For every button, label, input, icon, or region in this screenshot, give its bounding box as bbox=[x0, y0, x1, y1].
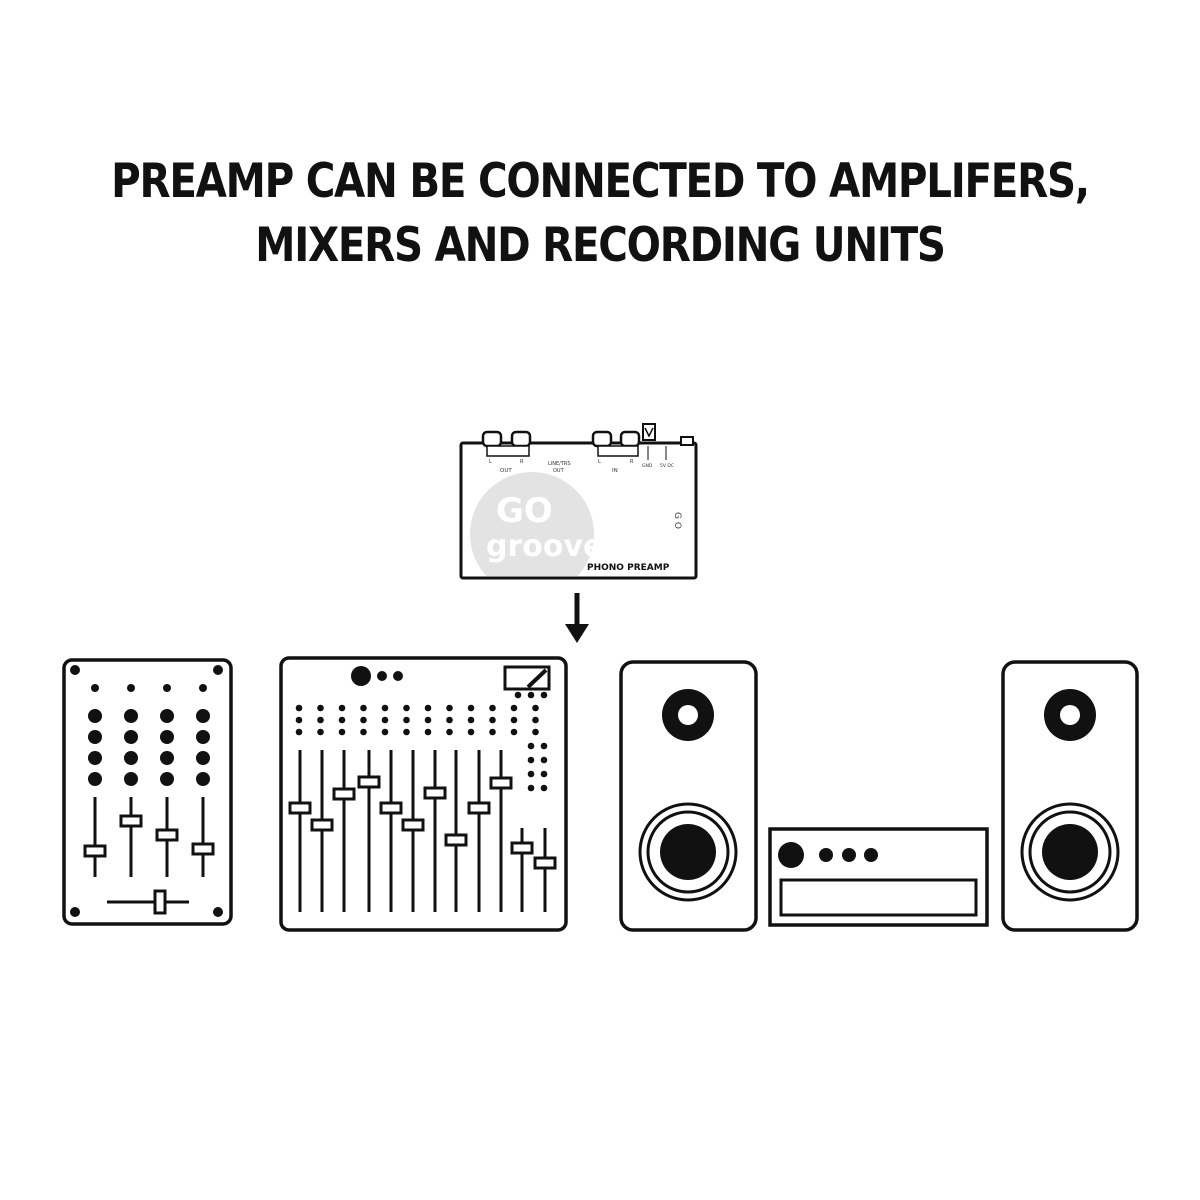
console-knob bbox=[510, 716, 518, 724]
console-knob bbox=[424, 728, 432, 736]
speaker-right bbox=[1001, 660, 1139, 932]
jack-label-l1: L bbox=[489, 459, 492, 465]
console-fader-cap bbox=[510, 841, 534, 855]
console-knob bbox=[403, 728, 410, 736]
console-knob bbox=[527, 691, 535, 699]
console-knob bbox=[489, 716, 496, 724]
console-knob bbox=[317, 728, 324, 736]
console-knob bbox=[424, 704, 432, 712]
jack-label-r1: R bbox=[520, 459, 524, 465]
jack-label-l2: L bbox=[598, 459, 601, 465]
preamp-side-text: G O bbox=[672, 512, 682, 529]
console-knob bbox=[338, 728, 346, 736]
console-knob bbox=[467, 716, 475, 724]
console-knob bbox=[467, 728, 475, 736]
diagram-title: PREAMP CAN BE CONNECTED TO AMPLIFERS, MI… bbox=[84, 150, 1116, 278]
console-knob bbox=[527, 742, 535, 750]
console-fader-cap bbox=[467, 801, 491, 815]
console-knob bbox=[489, 728, 496, 736]
title-line-2: MIXERS AND RECORDING UNITS bbox=[255, 218, 946, 273]
logo-text-groove: groove bbox=[486, 529, 603, 564]
console-knob bbox=[360, 728, 367, 736]
console-knob bbox=[514, 691, 522, 699]
console-knob bbox=[317, 716, 324, 724]
console-knob bbox=[467, 704, 475, 712]
console-knob bbox=[527, 770, 535, 778]
console-knob bbox=[540, 756, 548, 764]
console-fader-cap bbox=[444, 833, 468, 847]
jack-label-line-out: LINE/TRS bbox=[548, 461, 571, 467]
console-knob bbox=[446, 728, 453, 736]
preamp-in-jacks bbox=[591, 430, 641, 457]
console-fader-cap bbox=[379, 801, 403, 815]
mixing-console bbox=[279, 656, 568, 932]
preamp-out-jacks bbox=[481, 430, 532, 457]
console-knob bbox=[403, 716, 410, 724]
logo-text-go: GO bbox=[496, 491, 553, 531]
console-knob bbox=[381, 728, 389, 736]
console-knob bbox=[510, 704, 518, 712]
console-fader-cap bbox=[423, 786, 447, 800]
title-line-1: PREAMP CAN BE CONNECTED TO AMPLIFERS, bbox=[111, 154, 1090, 209]
power-jack bbox=[680, 436, 694, 446]
jack-label-gnd: GND bbox=[642, 463, 653, 469]
dj-mixer bbox=[62, 658, 233, 926]
console-knob bbox=[446, 704, 453, 712]
console-knob bbox=[540, 784, 548, 792]
preamp-label: PHONO PREAMP bbox=[587, 563, 670, 573]
speaker-left bbox=[619, 660, 758, 932]
console-knob bbox=[446, 716, 453, 724]
down-arrow-icon bbox=[565, 593, 589, 643]
console-fader-cap bbox=[332, 787, 356, 801]
console-knob bbox=[424, 716, 432, 724]
console-fader-cap bbox=[288, 801, 312, 815]
console-fader-cap bbox=[357, 775, 381, 789]
console-knob bbox=[532, 728, 539, 736]
console-knob bbox=[540, 742, 548, 750]
console-knob bbox=[540, 691, 548, 699]
console-knob bbox=[510, 728, 518, 736]
console-fader-cap bbox=[401, 818, 425, 832]
console-knob bbox=[527, 784, 535, 792]
jack-label-out: OUT bbox=[500, 468, 512, 474]
console-knob bbox=[540, 770, 548, 778]
console-fader-cap bbox=[533, 856, 557, 870]
ground-terminal-icon bbox=[642, 423, 656, 441]
console-knob bbox=[360, 704, 367, 712]
console-fader-cap bbox=[310, 818, 334, 832]
console-knob bbox=[295, 704, 303, 712]
go-groove-logo: GO groove bbox=[470, 472, 603, 576]
console-knob bbox=[532, 704, 539, 712]
jack-label-r2: R bbox=[630, 459, 634, 465]
phono-preamp: L R OUT LINE/TRS OUT L R IN GND 5V DC GO… bbox=[459, 423, 698, 580]
console-knob bbox=[295, 716, 303, 724]
console-knob bbox=[381, 704, 389, 712]
console-knob bbox=[360, 716, 367, 724]
console-knob bbox=[527, 756, 535, 764]
console-knob bbox=[532, 716, 539, 724]
console-knob bbox=[317, 704, 324, 712]
console-knob bbox=[338, 704, 346, 712]
console-knob bbox=[489, 704, 496, 712]
console-knob bbox=[338, 716, 346, 724]
jack-label-in: IN bbox=[612, 468, 618, 474]
console-knob bbox=[403, 704, 410, 712]
console-knob bbox=[381, 716, 389, 724]
console-fader-cap bbox=[489, 776, 513, 790]
jack-label-pwr: 5V DC bbox=[660, 463, 674, 469]
jack-label-line-out-sub: OUT bbox=[553, 468, 565, 474]
stereo-receiver bbox=[768, 827, 989, 927]
console-knob bbox=[295, 728, 303, 736]
